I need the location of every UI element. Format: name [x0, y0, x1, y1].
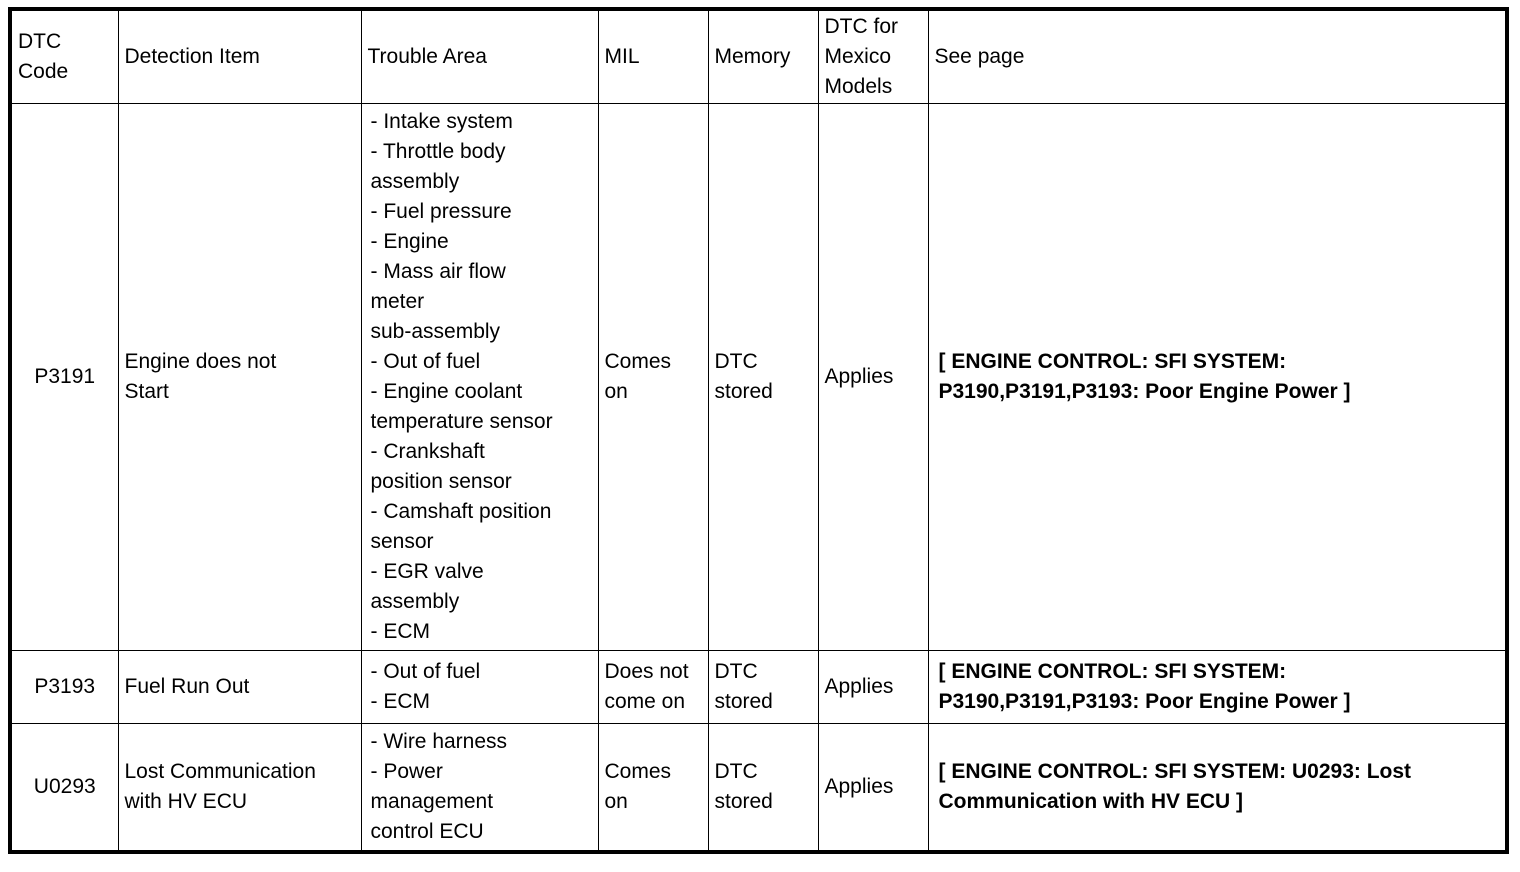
column-header-mil: MIL: [597, 8, 709, 104]
cell-detection-item: Fuel Run Out: [117, 650, 362, 724]
cell-dtc-code: P3193: [9, 650, 119, 724]
cell-dtc-for-mexico-models: Applies: [817, 650, 929, 724]
cell-dtc-code: U0293: [9, 723, 119, 853]
table-row: U0293 Lost Communication with HV ECU - W…: [9, 723, 1508, 853]
cell-memory: DTC stored: [707, 650, 819, 724]
cell-trouble-area: - Out of fuel - ECM: [360, 650, 599, 724]
table-row: P3191 Engine does not Start - Intake sys…: [9, 103, 1508, 651]
cell-mil: Does not come on: [597, 650, 709, 724]
cell-detection-item: Lost Communication with HV ECU: [117, 723, 362, 853]
dtc-table: DTC Code Detection Item Trouble Area MIL…: [8, 7, 1509, 854]
cell-mil: Comes on: [597, 103, 709, 651]
table-header: DTC Code Detection Item Trouble Area MIL…: [9, 8, 1508, 104]
column-header-detection-item: Detection Item: [117, 8, 362, 104]
column-header-trouble-area: Trouble Area: [360, 8, 599, 104]
cell-see-page: [ ENGINE CONTROL: SFI SYSTEM: P3190,P319…: [927, 650, 1508, 724]
cell-trouble-area: - Intake system - Throttle body assembly…: [360, 103, 599, 651]
table-row: P3193 Fuel Run Out - Out of fuel - ECM D…: [9, 650, 1508, 724]
column-header-see-page: See page: [927, 8, 1508, 104]
cell-dtc-for-mexico-models: Applies: [817, 103, 929, 651]
cell-mil: Comes on: [597, 723, 709, 853]
table-body: P3191 Engine does not Start - Intake sys…: [9, 103, 1508, 853]
column-header-dtc-for-mexico-models: DTC for Mexico Models: [817, 8, 929, 104]
cell-memory: DTC stored: [707, 723, 819, 853]
cell-see-page: [ ENGINE CONTROL: SFI SYSTEM: P3190,P319…: [927, 103, 1508, 651]
column-header-dtc-code: DTC Code: [9, 8, 119, 104]
cell-see-page: [ ENGINE CONTROL: SFI SYSTEM: U0293: Los…: [927, 723, 1508, 853]
cell-dtc-for-mexico-models: Applies: [817, 723, 929, 853]
column-header-memory: Memory: [707, 8, 819, 104]
header-row: DTC Code Detection Item Trouble Area MIL…: [9, 8, 1508, 104]
cell-dtc-code: P3191: [9, 103, 119, 651]
cell-trouble-area: - Wire harness - Power management contro…: [360, 723, 599, 853]
cell-detection-item: Engine does not Start: [117, 103, 362, 651]
cell-memory: DTC stored: [707, 103, 819, 651]
